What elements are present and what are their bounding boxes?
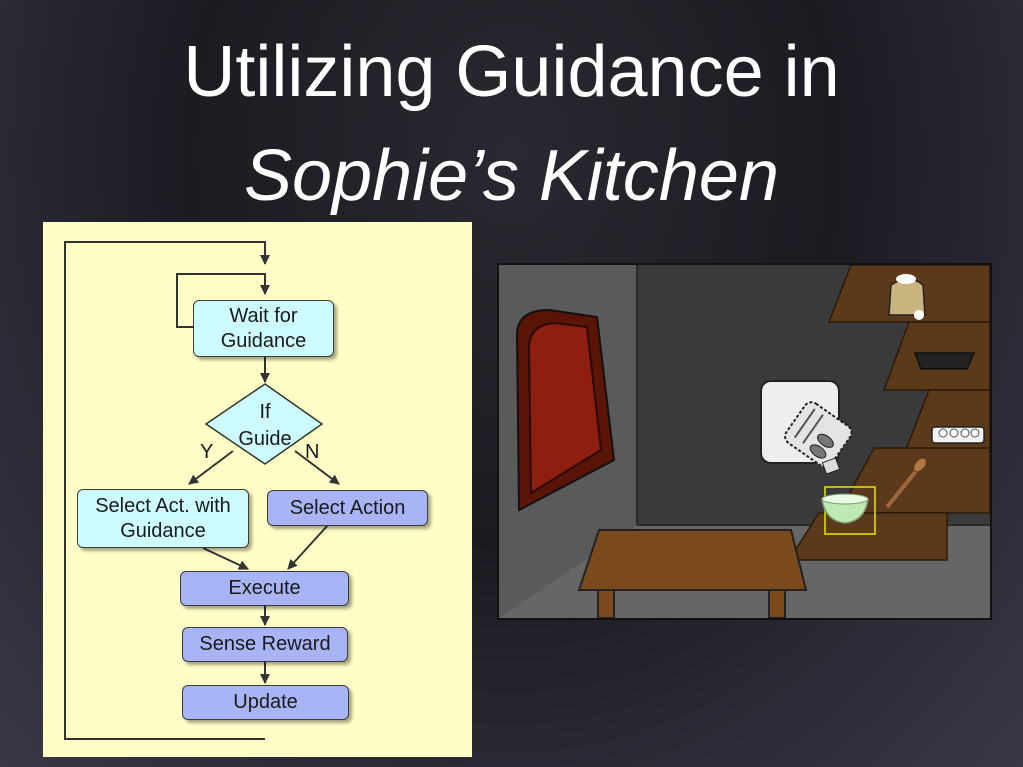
decision-label-if: If <box>259 401 271 423</box>
outer-loop-arrow <box>64 241 270 740</box>
wait-for-guidance-box: Wait for Guidance <box>193 300 334 357</box>
kitchen-scene <box>497 263 992 620</box>
slide-title-line2: Sophie’s Kitchen <box>243 136 780 216</box>
flour-sack-icon[interactable] <box>888 274 926 320</box>
flowchart-connectors <box>64 241 340 740</box>
select-action-box: Select Action <box>267 490 428 526</box>
update-box: Update <box>182 685 349 720</box>
yes-branch-arrow <box>188 450 234 485</box>
spoon-icon[interactable] <box>885 456 929 509</box>
flowchart-panel: Wait for Guidance If Guide Y N Select Ac… <box>43 222 472 757</box>
oven-mitt-icon[interactable] <box>760 380 855 475</box>
execute-box: Execute <box>180 571 349 606</box>
baking-tray-icon[interactable] <box>913 352 976 370</box>
arched-door-icon[interactable] <box>515 308 616 512</box>
action-to-execute-arrow <box>287 524 329 570</box>
wait-loop-arrow <box>176 273 270 328</box>
table-icon[interactable] <box>577 529 808 618</box>
decision-label-guide: Guide <box>238 428 292 450</box>
select-action-with-guidance-box: Select Act. with Guidance <box>77 489 249 548</box>
decision-diamond <box>204 383 324 465</box>
no-label: N <box>305 441 320 463</box>
slide-title-line1: Utilizing Guidance in <box>183 32 840 112</box>
sense-reward-box: Sense Reward <box>182 627 348 662</box>
mixing-bowl-icon[interactable] <box>821 486 876 535</box>
yes-label: Y <box>200 441 214 463</box>
guidance-to-execute-arrow <box>202 547 249 570</box>
no-branch-arrow <box>294 450 340 485</box>
egg-carton-icon[interactable] <box>931 426 985 444</box>
